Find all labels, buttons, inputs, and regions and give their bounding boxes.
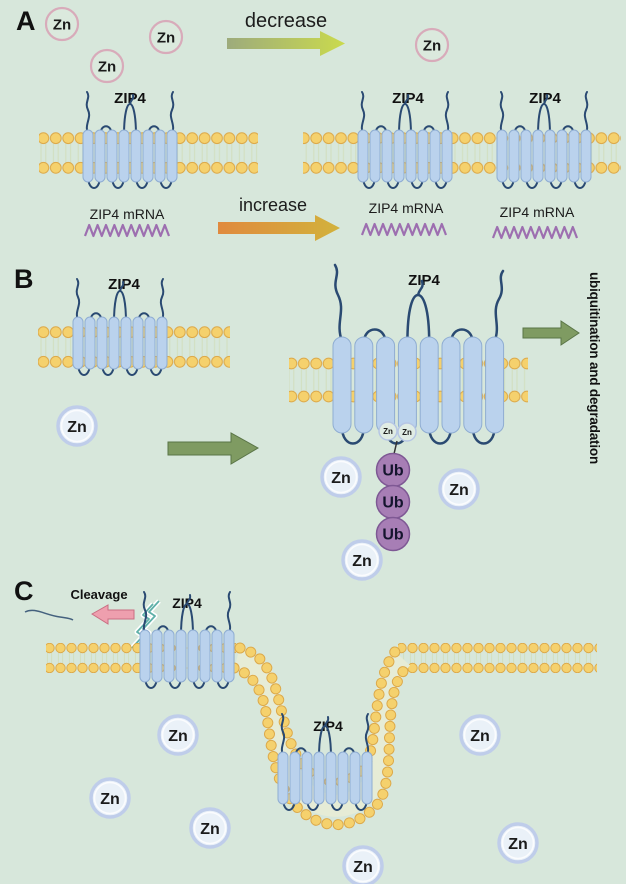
ubiquitin bbox=[375, 484, 411, 520]
membrane-invagination bbox=[228, 642, 412, 831]
cleaved-fragment bbox=[24, 609, 74, 621]
zn-ion bbox=[414, 27, 450, 63]
mrna-label: ZIP4 mRNA bbox=[369, 200, 444, 216]
ubiquitin-linker bbox=[393, 440, 398, 455]
zip4-protein-label: ZIP4 bbox=[114, 90, 146, 107]
zn-ion bbox=[148, 19, 184, 55]
ubiquitin-chain bbox=[375, 452, 411, 552]
cleavage-annotation: Cleavage bbox=[24, 587, 161, 650]
increase-label: increase bbox=[239, 195, 307, 215]
panel-c-label: C bbox=[14, 576, 34, 606]
mrna: ZIP4 mRNA bbox=[360, 200, 448, 237]
mrna-label: ZIP4 mRNA bbox=[90, 206, 165, 222]
cleavage-arrow bbox=[91, 604, 135, 625]
mrna: ZIP4 mRNA bbox=[491, 204, 579, 240]
mrna: ZIP4 mRNA bbox=[83, 206, 171, 238]
membrane bbox=[398, 643, 597, 673]
ubiquitin bbox=[375, 516, 411, 552]
zn-ion bbox=[44, 6, 80, 42]
zn-ion bbox=[438, 468, 480, 510]
zn-ion bbox=[497, 822, 539, 864]
cleavage-label: Cleavage bbox=[70, 587, 127, 602]
panel-b-label: B bbox=[14, 264, 34, 294]
mrna-label: ZIP4 mRNA bbox=[500, 204, 575, 220]
ubiquitin bbox=[375, 452, 411, 488]
zn-ion bbox=[56, 405, 98, 447]
zip4-protein-label: ZIP4 bbox=[529, 90, 561, 107]
zn-ion bbox=[157, 714, 199, 756]
zip4-protein-label: ZIP4 bbox=[408, 272, 440, 289]
ubiquitination-degradation-label: ubiquitination and degradation bbox=[587, 272, 602, 464]
zn-ion bbox=[459, 714, 501, 756]
zn-ion bbox=[320, 456, 362, 498]
panel-a-label: A bbox=[16, 6, 36, 36]
zn-ion bbox=[341, 539, 383, 581]
zn-ion bbox=[342, 845, 384, 884]
outcome-arrow bbox=[522, 320, 580, 346]
increase-arrow: increase bbox=[218, 195, 340, 241]
zip4-protein-large bbox=[331, 263, 505, 445]
decrease-arrow: decrease bbox=[227, 10, 345, 56]
zn-ion bbox=[189, 807, 231, 849]
membrane bbox=[303, 132, 621, 174]
zip4-protein-label: ZIP4 bbox=[108, 276, 140, 293]
zn-ion bbox=[89, 48, 125, 84]
zn-ion-bound bbox=[397, 422, 417, 442]
zn-ion bbox=[89, 777, 131, 819]
decrease-label: decrease bbox=[245, 10, 327, 32]
zn-ion-bound bbox=[378, 421, 398, 441]
transition-arrow bbox=[167, 432, 260, 465]
